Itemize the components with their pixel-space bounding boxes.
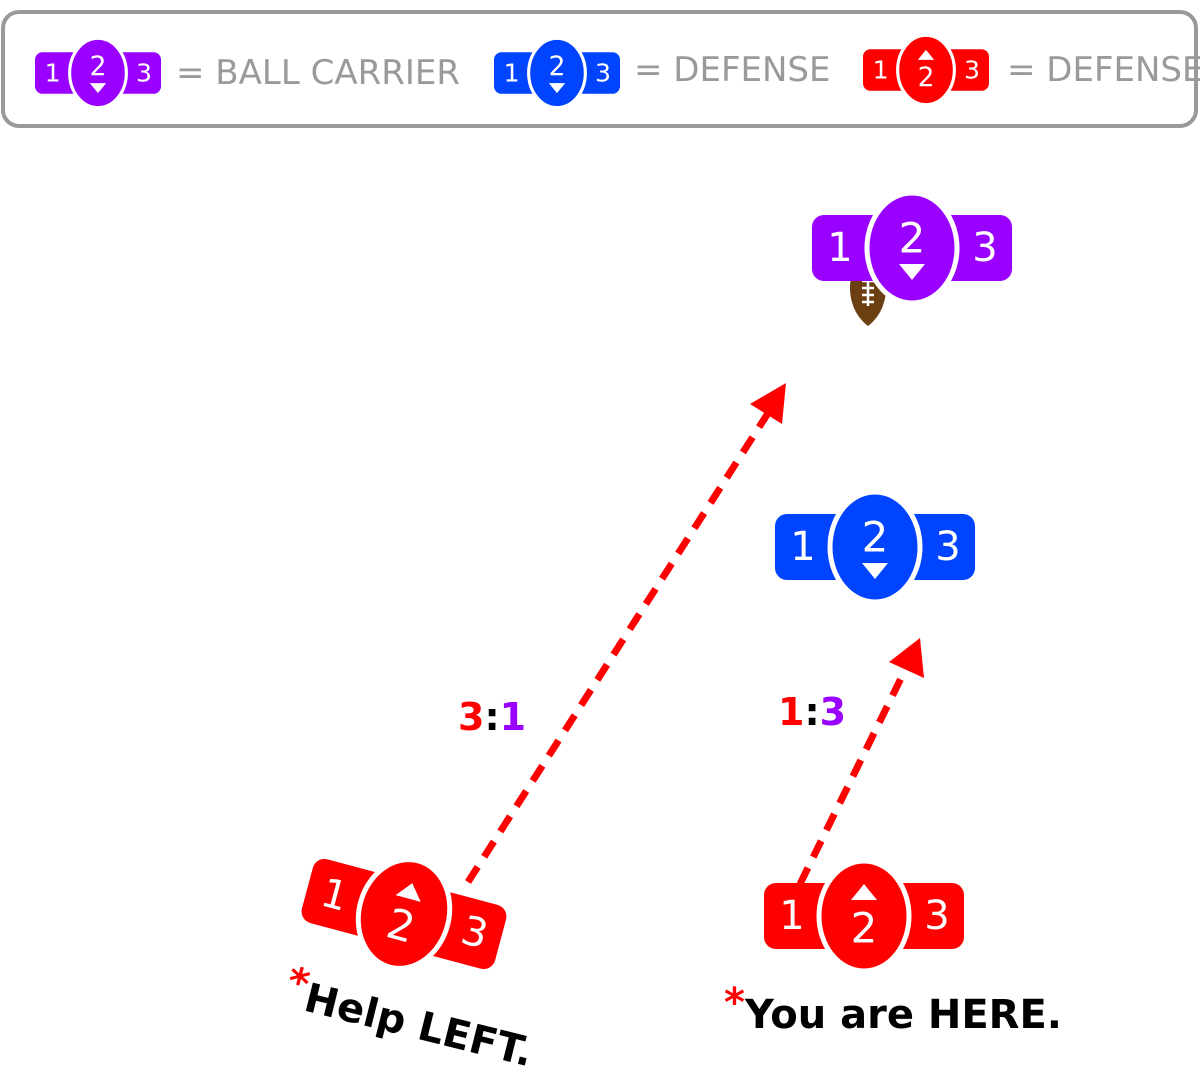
player-right-block <box>940 215 1012 281</box>
player-label-center: 2 <box>549 51 566 82</box>
arrow-up-icon <box>851 884 877 900</box>
player-label-left: 1 <box>504 59 520 88</box>
player-left-block <box>863 49 909 91</box>
player-center-oval <box>896 33 956 107</box>
player-label-left: 1 <box>779 893 804 939</box>
player-center-oval <box>527 36 587 110</box>
arrow-down-icon <box>862 563 888 579</box>
note-text: Help LEFT. <box>300 975 538 1073</box>
red-defender-you: 1 32 <box>764 858 964 974</box>
player-label-right: 3 <box>595 59 611 88</box>
route-help-left <box>465 383 786 884</box>
ratio-second: 1 <box>500 695 526 739</box>
player-label-center: 2 <box>862 513 889 562</box>
player-left-block <box>764 883 836 949</box>
player-label-center: 2 <box>851 904 878 953</box>
player-right-block <box>892 883 964 949</box>
legend-symbol-ball_carrier: 1 32 <box>35 36 161 110</box>
player-center-oval <box>864 190 960 306</box>
ratio-second: 3 <box>820 690 846 734</box>
ratio-help-left: 3:1 <box>458 695 526 739</box>
arrow-up-icon <box>395 883 421 902</box>
player-center-oval <box>816 858 912 974</box>
player-right-block <box>574 52 620 94</box>
player-label-center: 2 <box>918 62 935 93</box>
note-text: You are HERE. <box>744 992 1062 1038</box>
ratio-you: 1:3 <box>778 690 846 734</box>
ratio-sep: : <box>804 690 819 734</box>
player-label-right: 3 <box>924 893 949 939</box>
player-label-left: 1 <box>873 56 889 85</box>
player-label-left: 1 <box>827 225 852 271</box>
arrow-up-icon <box>917 49 935 60</box>
player-center-oval <box>827 489 923 605</box>
player-right-block <box>943 49 989 91</box>
note-star: * <box>724 980 745 1026</box>
legend-symbol-defense_blue: 1 32 <box>494 36 620 110</box>
player-label-center: 2 <box>90 51 107 82</box>
player-label-left: 1 <box>45 59 61 88</box>
arrow-down-icon <box>899 264 925 280</box>
player-center-oval <box>68 36 128 110</box>
route-you <box>796 638 924 886</box>
ratio-first: 3 <box>458 695 484 739</box>
legend-symbol-defense_red: 1 32 <box>863 33 989 107</box>
ball-carrier: 1 32 <box>812 190 1012 326</box>
player-label-right: 3 <box>935 524 960 570</box>
player-left-block <box>775 514 847 580</box>
player-left-block <box>35 52 81 94</box>
player-left-block <box>494 52 540 94</box>
blue-defender: 1 32 <box>775 489 975 605</box>
player-center-oval <box>355 857 453 971</box>
player-label-right: 3 <box>964 56 980 85</box>
player-right-block <box>115 52 161 94</box>
arrow-down-icon <box>548 83 566 94</box>
ratio-sep: : <box>484 695 499 739</box>
ratio-first: 1 <box>778 690 804 734</box>
player-label-left: 1 <box>790 524 815 570</box>
note-you-are-here: *You are HERE. <box>724 980 1062 1038</box>
note-help-left: *Help LEFT. <box>280 958 541 1073</box>
arrowhead-icon <box>889 638 924 678</box>
player-label-right: 3 <box>972 225 997 271</box>
player-left-block <box>812 215 884 281</box>
player-right-block <box>903 514 975 580</box>
arrow-down-icon <box>89 83 107 94</box>
player-label-center: 2 <box>899 214 926 263</box>
legend-label-ball-carrier: = BALL CARRIER <box>176 53 460 93</box>
arrowhead-icon <box>750 383 786 424</box>
legend-label-defense-blue: = DEFENSE <box>634 50 831 90</box>
player-label-right: 3 <box>136 59 152 88</box>
red-defender-help-left: 132 <box>301 857 507 971</box>
legend-label-defense-red: = DEFENSE <box>1007 50 1200 90</box>
